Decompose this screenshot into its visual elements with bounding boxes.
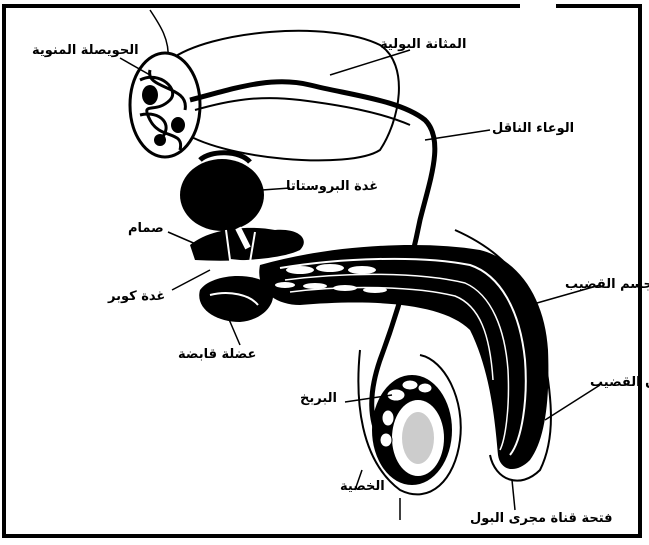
testis-shape — [372, 375, 452, 485]
label-epididymis: البربخ — [300, 392, 337, 405]
label-sphincter-muscle: عضلة قابضة — [178, 348, 256, 361]
seminal-vesicle-shape — [130, 53, 200, 157]
label-prostate: غدة البروستاتا — [286, 180, 378, 193]
label-urethra-opening: فتحة قناة مجرى البول — [470, 512, 613, 525]
label-vas-deferens: الوعاء الناقل — [492, 122, 574, 135]
label-penis: ن القضيب — [590, 376, 649, 389]
label-testis: الخصية — [340, 480, 385, 493]
prostate-shape — [180, 159, 264, 231]
label-erectile-body: جسم القضيب — [565, 278, 649, 291]
label-cowper-gland: غدة كوبر — [108, 290, 165, 303]
label-valve: صمام — [128, 222, 164, 235]
label-seminal-vesicle: الحويصلة المنوية — [32, 44, 139, 57]
label-bladder: المثانة البولية — [380, 38, 466, 51]
